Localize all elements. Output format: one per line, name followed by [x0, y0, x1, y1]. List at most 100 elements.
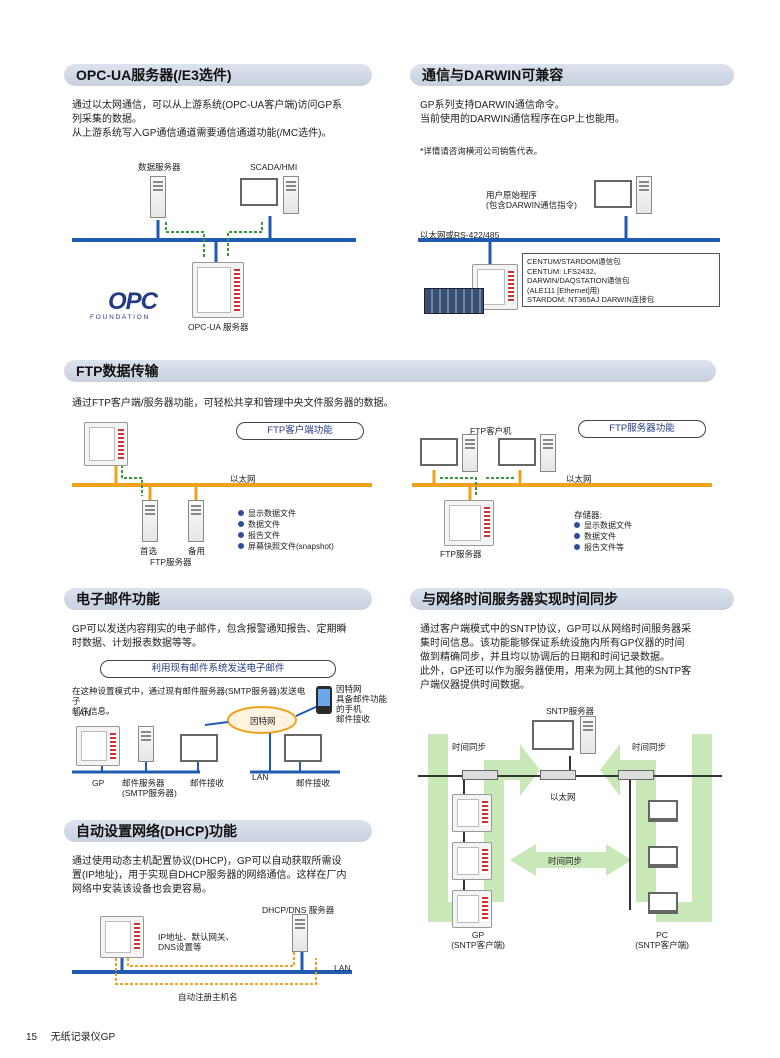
darwin-monitor-icon: [594, 180, 632, 208]
sntp-server-label: SNTP服务器: [546, 706, 595, 716]
opc-foundation-logo: OPC F O U N D A T I O N: [90, 288, 158, 322]
ftp-client-pc1-tower-icon: [462, 434, 478, 472]
darwin-box-line-1: CENTUM/STARDOM通信包: [527, 257, 621, 266]
ftp-secondary-server-icon: [188, 500, 204, 542]
sntp-text-5: 户端仪器提供时间数据。: [420, 680, 530, 691]
sntp-pc-line-1: PC: [656, 930, 668, 940]
email-lan-label-2: LAN: [252, 772, 269, 782]
ftp-client-pc2-icon: [498, 438, 536, 466]
darwin-package-box: CENTUM/STARDOM通信包 CENTUM: LFS2432、 DARWI…: [522, 253, 720, 307]
sntp-ethernet-label: 以太网: [550, 792, 576, 802]
ftp-client-function-pill: FTP客户端功能: [236, 422, 364, 440]
phone-note: 因特网 具备邮件功能 的手机 邮件接收: [336, 684, 387, 724]
darwin-text-2: 当前使用的DARWIN通信程序在GP上也能用。: [420, 114, 625, 125]
ftp-client-recorder: [84, 422, 128, 466]
darwin-io-modules: [424, 288, 484, 314]
scada-tower-icon: [283, 176, 299, 214]
sntp-text-1: 通过客户端模式中的SNTP协议，GP可以从网络时间服务器采: [420, 624, 692, 635]
ftp-description: 通过FTP客户端/服务器功能，可轻松共享和管理中央文件服务器的数据。: [72, 398, 394, 409]
ftp-storage-label: 存储器:: [574, 510, 602, 520]
scada-monitor-icon: [240, 178, 278, 206]
dhcp-gp-recorder: [100, 916, 144, 958]
dhcp-ip-line-1: IP地址、默认网关、: [158, 932, 235, 942]
dhcp-text-2: 置(IP地址)，用于实现自DHCP服务器的网络通信。这样在厂内: [72, 870, 347, 881]
opc-text-3: 从上游系统写入GP通信通道需要通信通道功能(/MC选件)。: [72, 128, 332, 139]
opc-section-title: OPC-UA服务器(/E3选件): [64, 64, 372, 86]
email-text-2: 时数据、计划报表数据等等。: [72, 638, 202, 649]
email-description: GP可以发送内容翔实的电子邮件，包含报警通知报告、定期瞬 时数据、计划报表数据等…: [72, 623, 372, 651]
dhcp-server-label: DHCP/DNS 服务器: [262, 905, 335, 915]
dhcp-text-3: 网络中安装该设备也会更容易。: [72, 884, 212, 895]
phone-note-line-3: 的手机: [336, 704, 362, 714]
ftp-server-label-right: FTP服务器: [440, 549, 482, 559]
ftp-ethernet-left: 以太网: [230, 474, 256, 484]
phone-note-line-1: 因特网: [336, 684, 362, 694]
opc-ua-server-recorder: [192, 262, 244, 318]
sntp-text-2: 集时间信息。该功能能够保证系统设施内所有GP仪器的时间: [420, 638, 685, 649]
sntp-gp-line-1: GP: [471, 930, 485, 940]
sntp-switch-mid: [540, 770, 576, 780]
dhcp-text-1: 通过使用动态主机配置协议(DHCP)，GP可以自动获取所需设: [72, 856, 342, 867]
darwin-tower-icon: [636, 176, 652, 214]
email-receiver-1-icon: [180, 734, 218, 762]
ftp-right-bullet-2: 数据文件: [574, 531, 632, 542]
sntp-switch-right: [618, 770, 654, 780]
email-setup-note: 在这种设置模式中，通过现有邮件服务器(SMTP服务器)发送电子 邮件信息。: [72, 686, 312, 716]
sntp-laptop-3-icon: [648, 892, 678, 914]
email-note-line-1: 在这种设置模式中，通过现有邮件服务器(SMTP服务器)发送电子: [72, 686, 306, 706]
ftp-right-bullet-1: 显示数据文件: [574, 520, 632, 531]
email-gp-label: GP: [92, 778, 105, 788]
ftp-section-title: FTP数据传输: [64, 360, 716, 382]
dhcp-section-title: 自动设置网络(DHCP)功能: [64, 820, 372, 842]
page-number: 15: [26, 1032, 38, 1043]
opc-text-2: 列采集的数据。: [72, 114, 142, 125]
label-opc-ua-server: OPC-UA 服务器: [188, 322, 249, 332]
ftp-primary-server-icon: [142, 500, 158, 542]
darwin-network-label: 以太网或RS-422/485: [420, 230, 500, 240]
sntp-sync-mid: 时间同步: [548, 856, 583, 866]
email-mail-server-icon: [138, 726, 154, 762]
email-receive-label-2: 邮件接收: [296, 778, 331, 788]
ftp-client-label: FTP客户机: [470, 426, 512, 436]
sntp-section-title: 与网络时间服务器实现时间同步: [410, 588, 734, 610]
darwin-box-line-2: CENTUM: LFS2432、: [527, 266, 602, 276]
mobile-phone-icon: [316, 686, 332, 714]
data-server-icon: [150, 176, 166, 218]
sntp-pc-line-2: (SNTP客户端): [635, 940, 689, 950]
sntp-sync-right: 时间同步: [632, 742, 667, 752]
ftp-left-bullet-3: 报告文件: [238, 530, 334, 541]
sntp-description: 通过客户端模式中的SNTP协议，GP可以从网络时间服务器采 集时间信息。该功能能…: [420, 623, 720, 693]
label-data-server: 数据服务器: [138, 162, 181, 172]
email-section-title: 电子邮件功能: [64, 588, 372, 610]
dhcp-register-label: 自动注册主机名: [178, 992, 238, 1002]
sntp-gp-line-2: (SNTP客户端): [451, 940, 505, 950]
sntp-gp-recorder-2: [452, 842, 492, 880]
darwin-box-line-5: STARDOM: NT365AJ DARWIN连接包: [527, 295, 655, 304]
ftp-server-function-pill: FTP服务器功能: [578, 420, 706, 438]
sntp-server-tower-icon: [580, 716, 596, 754]
darwin-description: GP系列支持DARWIN通信命令。 当前使用的DARWIN通信程序在GP上也能用…: [420, 99, 720, 127]
sntp-switch-left: [462, 770, 498, 780]
email-mail-server-line-2: (SMTP服务器): [122, 788, 177, 798]
ftp-left-bullet-4: 屏幕快照文件(snapshot): [238, 541, 334, 552]
ftp-server-recorder: [444, 500, 494, 546]
label-scada: SCADA/HMI: [250, 162, 298, 172]
ftp-client-pc1-icon: [420, 438, 458, 466]
darwin-box-line-3: DARWIN/DAQSTATION通信包: [527, 276, 630, 285]
email-internet-label: 因特网: [250, 716, 276, 726]
dhcp-lan-label: LAN: [334, 963, 351, 973]
email-lan-label-1: LAN: [74, 708, 91, 718]
email-mail-server-line-1: 邮件服务器: [122, 778, 165, 788]
sntp-server-monitor-icon: [532, 720, 574, 750]
email-gp-recorder: [76, 726, 120, 766]
email-receive-label-1: 邮件接收: [190, 778, 225, 788]
ftp-left-bullet-2: 数据文件: [238, 519, 334, 530]
sntp-laptop-1-icon: [648, 800, 678, 822]
email-note-line-2: 邮件信息。: [72, 706, 115, 716]
ftp-left-bullet-list: 显示数据文件 数据文件 报告文件 屏幕快照文件(snapshot): [238, 508, 334, 552]
ftp-server-label-left: FTP服务器: [150, 557, 192, 567]
darwin-section-title: 通信与DARWIN可兼容: [410, 64, 734, 86]
page-footer: 15 无纸记录仪GP: [26, 1028, 115, 1043]
darwin-program-line-2: (包含DARWIN通信指令): [486, 200, 577, 210]
email-mail-server-label: 邮件服务器 (SMTP服务器): [122, 778, 177, 798]
